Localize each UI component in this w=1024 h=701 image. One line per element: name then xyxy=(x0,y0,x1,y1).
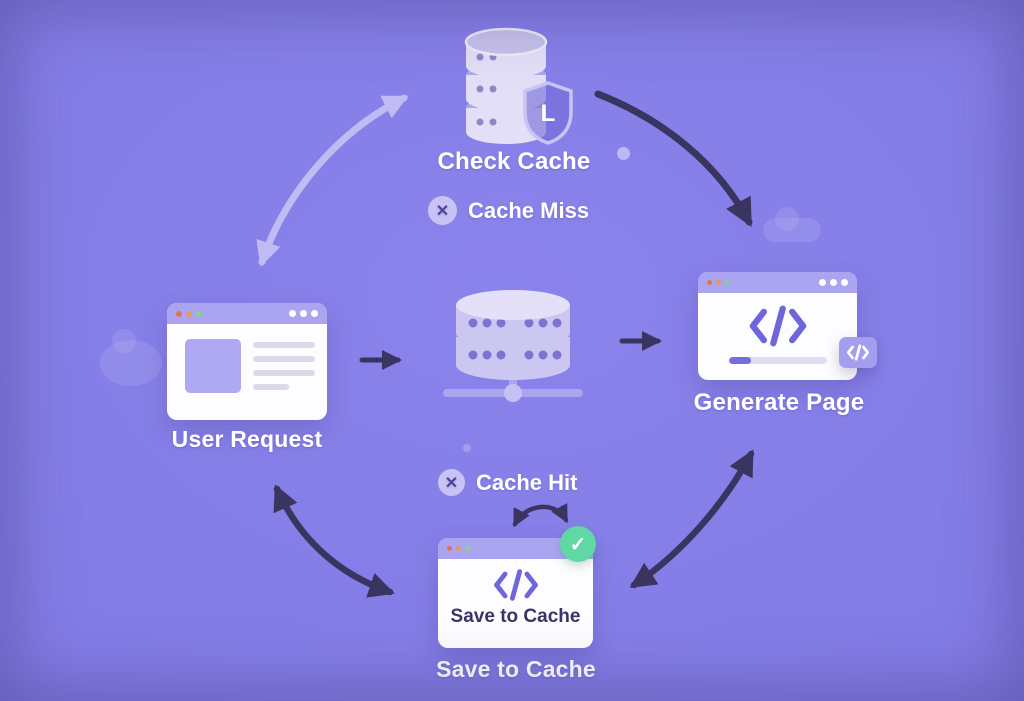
arrow-user-request-save-to-cache xyxy=(273,484,395,598)
arrow-save-to-cache-generate-page xyxy=(629,449,755,589)
window-dot xyxy=(289,310,296,317)
code-content: Save to Cache xyxy=(438,559,593,628)
traffic-light-dots xyxy=(447,546,470,551)
window-dot xyxy=(186,310,192,317)
text-line xyxy=(253,370,315,376)
traffic-light-dots xyxy=(176,310,202,317)
code-content xyxy=(698,293,857,364)
user-request-label: User Request xyxy=(171,426,323,452)
user-request-window xyxy=(167,303,327,420)
shield-letter: L xyxy=(541,100,556,127)
window-dot xyxy=(841,279,848,286)
cache-hit-label: Cache Hit xyxy=(476,469,578,495)
cross-circle-icon: ✕ xyxy=(428,196,457,225)
text-placeholder-lines xyxy=(253,339,315,398)
save-to-cache-caption: Save to Cache xyxy=(436,656,596,682)
window-dot xyxy=(819,279,826,286)
code-badge xyxy=(839,337,877,368)
cloud-decoration-right xyxy=(763,207,821,242)
cross-glyph: ✕ xyxy=(444,474,459,492)
code-icon xyxy=(493,569,538,601)
arrow-cache-hit-save-window xyxy=(512,503,569,528)
window-dot xyxy=(707,280,712,285)
window-titlebar xyxy=(698,272,857,293)
generate-page-label: Generate Page xyxy=(693,389,865,416)
window-dot xyxy=(447,546,452,551)
window-dot xyxy=(311,310,318,317)
sparkle-dot xyxy=(617,147,630,160)
code-icon xyxy=(749,305,806,347)
window-controls-dots xyxy=(289,310,318,317)
window-dot xyxy=(725,280,730,285)
window-dot xyxy=(176,310,182,317)
cache-miss-status: ✕ Cache Miss xyxy=(428,196,589,225)
window-controls-dots xyxy=(819,279,848,286)
cross-glyph: ✕ xyxy=(435,202,450,220)
generate-page-window xyxy=(698,272,857,380)
window-dot xyxy=(830,279,837,286)
page-wireframe xyxy=(167,324,327,398)
check-circle-icon: ✓ xyxy=(560,526,596,562)
progress-fill xyxy=(728,357,751,364)
text-line xyxy=(253,384,289,390)
shield-icon: L xyxy=(523,81,573,145)
sparkle-dot-small xyxy=(463,444,471,452)
window-titlebar xyxy=(438,538,593,559)
text-line xyxy=(253,356,315,362)
code-icon xyxy=(846,344,870,361)
window-titlebar xyxy=(167,303,327,324)
save-to-cache-window-text: Save to Cache xyxy=(450,606,581,627)
window-dot xyxy=(456,546,461,551)
progress-bar xyxy=(728,357,827,364)
arrow-user-request-check-cache xyxy=(256,94,409,267)
cross-circle-icon: ✕ xyxy=(438,469,465,496)
cache-hit-status: ✕ Cache Hit xyxy=(438,469,577,496)
server-network-icon xyxy=(443,290,583,402)
check-cache-label: Check Cache xyxy=(437,148,591,175)
window-dot xyxy=(465,546,470,551)
cache-miss-label: Cache Miss xyxy=(468,197,590,223)
window-dot xyxy=(196,310,202,317)
window-dot xyxy=(716,280,721,285)
text-line xyxy=(253,342,315,348)
cloud-decoration-left xyxy=(100,329,162,386)
image-placeholder xyxy=(185,339,241,393)
check-glyph: ✓ xyxy=(569,533,587,556)
traffic-light-dots xyxy=(707,280,730,285)
window-dot xyxy=(300,310,307,317)
